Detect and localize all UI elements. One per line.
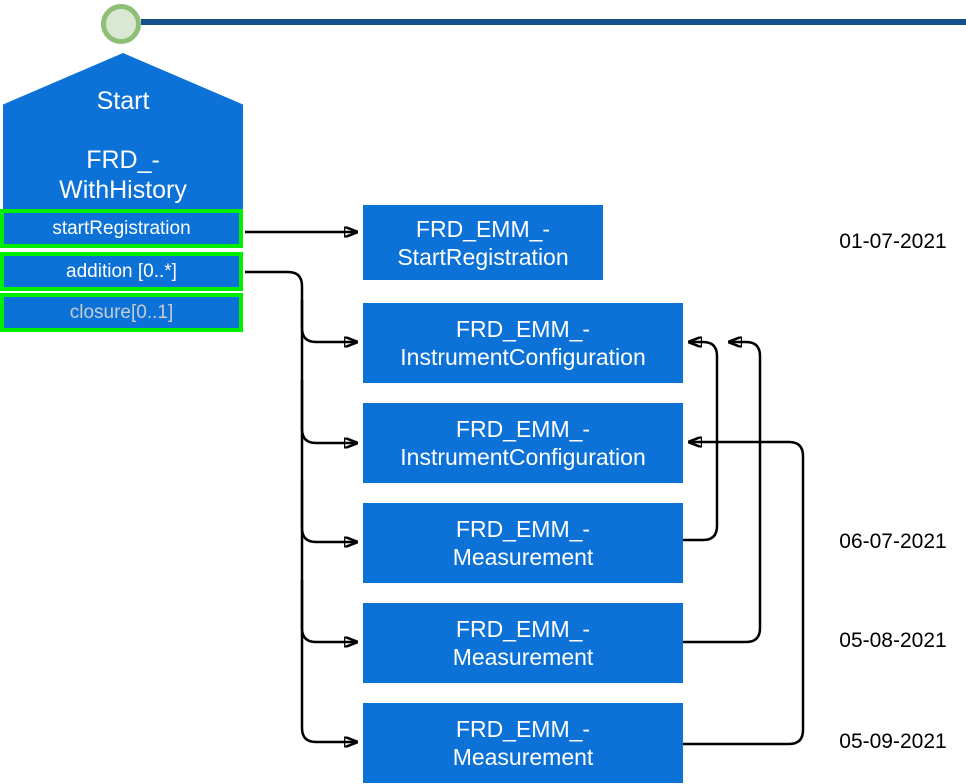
event-label-line2: Measurement (452, 644, 594, 670)
start-node-name-line1: FRD_- (86, 146, 160, 174)
date-label-measurement-3: 05-09-2021 (839, 730, 947, 753)
attribute-closure: closure[0..1] (0, 293, 243, 332)
attribute-label: startRegistration (52, 217, 191, 239)
event-label-line2: InstrumentConfiguration (400, 444, 646, 470)
arrow-addition-to-m2 (300, 480, 357, 642)
event-label-line2: Measurement (452, 744, 594, 770)
event-label-line1: FRD_EMM_- (415, 215, 551, 242)
event-label-line2: StartRegistration (397, 243, 569, 270)
arrow-addition-to-ic2 (300, 300, 357, 443)
start-node: Start FRD_- WithHistory (3, 53, 243, 209)
date-label-measurement-1: 06-07-2021 (839, 530, 947, 553)
arrow-m3-to-ic2 (683, 442, 805, 746)
attribute-startregistration: startRegistration (0, 209, 243, 248)
event-label-line2: Measurement (452, 544, 594, 570)
timeline-line (141, 19, 966, 25)
start-node-name-line2: WithHistory (59, 176, 187, 204)
attribute-label: closure[0..1] (69, 301, 174, 323)
arrow-m1-to-ic1 (683, 342, 719, 542)
event-label-line1: FRD_EMM_- (455, 516, 591, 542)
event-node-measurement-2: FRD_EMM_- Measurement (363, 603, 683, 683)
event-node-measurement-3: FRD_EMM_- Measurement (363, 703, 683, 783)
event-node-instrumentconfiguration-1: FRD_EMM_- InstrumentConfiguration (363, 303, 683, 383)
event-node-instrumentconfiguration-2: FRD_EMM_- InstrumentConfiguration (363, 403, 683, 483)
start-node-title: Start (96, 87, 150, 115)
arrow-addition-to-m3 (300, 580, 357, 742)
start-node-name: FRD_- WithHistory (3, 145, 243, 205)
timeline-start-circle-icon (101, 4, 141, 44)
date-label-startregistration: 01-07-2021 (839, 230, 947, 253)
event-label-line1: FRD_EMM_- (455, 416, 591, 442)
date-label-measurement-2: 05-08-2021 (839, 629, 947, 652)
event-node-startregistration: FRD_EMM_- StartRegistration (363, 205, 603, 280)
event-label-line1: FRD_EMM_- (455, 716, 591, 742)
attribute-addition: addition [0..*] (0, 252, 243, 291)
event-label-line1: FRD_EMM_- (455, 616, 591, 642)
event-label-line2: InstrumentConfiguration (400, 344, 646, 370)
arrow-m2-to-ic1 (683, 342, 762, 644)
arrow-addition-to-ic1 (245, 270, 357, 342)
attribute-label: addition [0..*] (66, 260, 177, 282)
event-label-line1: FRD_EMM_- (455, 316, 591, 342)
arrow-addition-to-m1 (300, 380, 357, 542)
event-node-measurement-1: FRD_EMM_- Measurement (363, 503, 683, 583)
